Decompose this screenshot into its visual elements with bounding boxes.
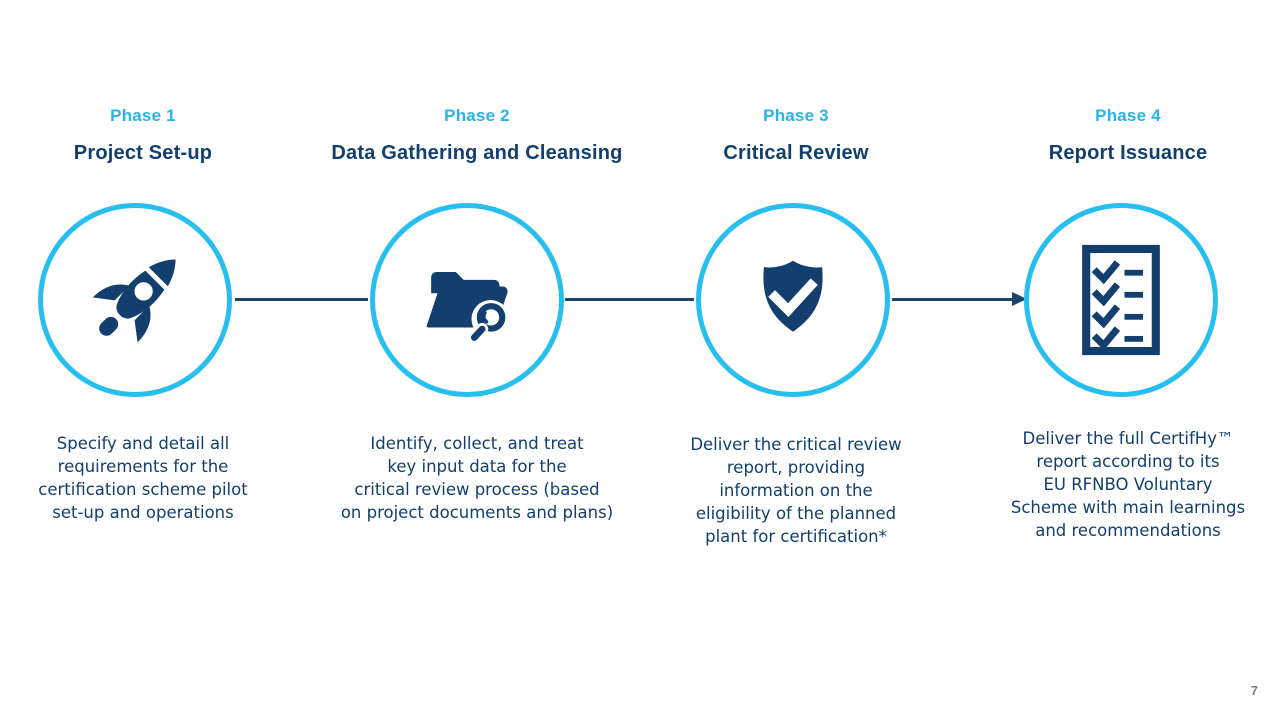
rocket-icon (92, 259, 176, 343)
phase-2-title: Data Gathering and Cleansing (331, 142, 623, 164)
phase-1-label: Phase 1 (110, 106, 176, 125)
phase-4-label: Phase 4 (1095, 106, 1161, 125)
phase-3-label: Phase 3 (763, 106, 829, 125)
phase-4-circle (1024, 203, 1218, 397)
phase-3-circle (696, 203, 890, 397)
phase-4-description: Deliver the full CertifHy™ report accord… (1010, 429, 1246, 540)
checklist-report-icon (1082, 244, 1160, 356)
phase-4-title: Report Issuance (1048, 142, 1208, 164)
page-number: 7 (1250, 683, 1258, 698)
phase-2-circle (370, 203, 564, 397)
phase-1-circle (38, 203, 232, 397)
connector-line-2-3 (565, 298, 694, 301)
connector-line-3-4 (892, 298, 1014, 301)
folder-search-icon (426, 272, 510, 344)
phase-1-description: Specify and detail all requirements for … (38, 434, 248, 522)
connector-line-1-2 (235, 298, 368, 301)
phase-2-description: Identify, collect, and treat key input d… (340, 434, 614, 522)
phase-3-title: Critical Review (723, 142, 869, 164)
phase-1-title: Project Set-up (73, 142, 213, 164)
arrowhead-icon (1012, 292, 1027, 306)
phase-3-description: Deliver the critical review report, prov… (690, 435, 902, 546)
shield-check-icon (763, 260, 823, 332)
phase-2-label: Phase 2 (444, 106, 510, 125)
